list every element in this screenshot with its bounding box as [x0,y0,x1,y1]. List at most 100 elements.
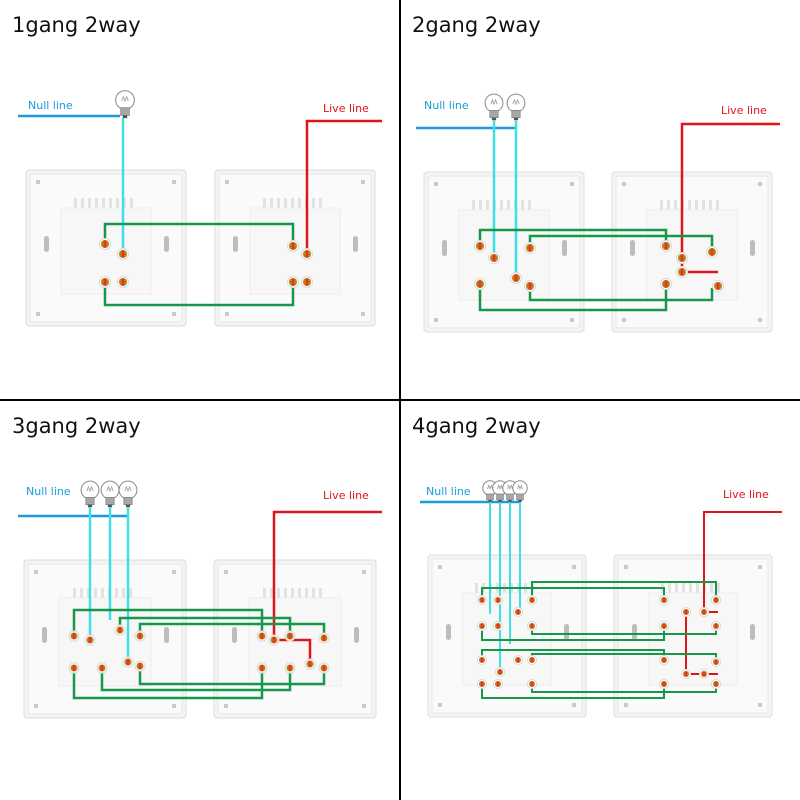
bulb-filament [490,98,498,106]
bulb-filament [86,485,94,493]
corner-mark [172,570,176,574]
bulb-contact [107,504,113,508]
vent-slot [507,200,510,212]
vent-slot [709,200,712,212]
vent-slot [702,200,705,212]
screw-slot [322,665,326,671]
screw-slot [72,633,76,639]
link-wire [478,284,668,312]
screw-slot [72,665,76,671]
bulb-base [105,497,115,506]
bulb-base [85,497,95,506]
screw-slot [305,278,309,286]
corner-mark [622,318,626,322]
bulb-filament [517,484,523,490]
vent-slot [277,198,280,210]
screw-slot [103,278,107,286]
screw-slot [138,663,142,669]
vent-slot [88,198,91,210]
corner-mark [362,704,366,708]
screw-slot [662,597,666,603]
null-line-label: Null line [424,99,469,112]
screw-slot [480,597,484,603]
vent-slot [94,588,97,600]
screw-slot [702,609,706,615]
vent-slot [123,198,126,210]
live-line-label: Live line [323,102,369,115]
mounting-slot [442,240,447,256]
screw-slot [516,609,520,615]
vent-slot [102,198,105,210]
corner-mark [438,703,442,707]
corner-mark [172,704,176,708]
mounting-slot [44,236,49,252]
link-wire [528,234,714,250]
vent-slot [116,198,119,210]
vent-slot [270,588,273,600]
vent-slot [81,198,84,210]
bulb-contact [125,504,131,508]
mounting-slot [750,240,755,256]
screw-slot [528,282,532,290]
bulb-filament [106,485,114,493]
vent-slot [80,588,83,600]
vent-slot [521,200,524,212]
vent-slot [298,198,301,210]
screw-slot [121,250,125,258]
null-line-label: Null line [28,99,73,112]
mounting-slot [233,236,238,252]
screw-slot [662,657,666,663]
screw-slot [528,244,532,252]
corner-mark [361,180,365,184]
vent-slot [312,588,315,600]
vent-slot [668,583,671,595]
mounting-slot [632,624,637,640]
mounting-slot [353,236,358,252]
live-line-label: Live line [723,488,769,501]
screw-slot [480,657,484,663]
vent-slot [277,588,280,600]
null-line-label: Null line [26,485,71,498]
screw-slot [272,637,276,643]
vent-slot [129,588,132,600]
panel-drawing [416,93,780,333]
mounting-slot [446,624,451,640]
corner-mark [624,703,628,707]
corner-mark [570,318,574,322]
vent-slot [263,198,266,210]
screw-slot [126,659,130,665]
mounting-slot [564,624,569,640]
screw-slot [684,609,688,615]
screw-slot [496,623,500,629]
screw-slot [260,665,264,671]
null-line-label: Null line [426,485,471,498]
corner-mark [36,180,40,184]
bulb-contact [87,504,93,508]
corner-mark [361,312,365,316]
live-line-label: Live line [721,104,767,117]
vent-slot [688,200,691,212]
screw-slot [103,240,107,248]
mounting-slot [164,627,169,643]
screw-slot [496,597,500,603]
link-wire [100,668,292,692]
vent-slot [710,583,713,595]
vent-slot [475,583,478,595]
screw-slot [684,671,688,677]
screw-slot [478,280,482,288]
live-wire [680,122,780,274]
corner-mark [570,182,574,186]
panel-drawing [420,480,782,718]
vent-slot [291,198,294,210]
vent-slot [716,200,719,212]
vent-slot [263,588,266,600]
vent-slot [486,200,489,212]
screw-slot [121,278,125,286]
bulb-contact [488,499,492,503]
panel-3gang-2way: 3gang 2way Null line Live line [12,414,382,719]
vent-slot [109,198,112,210]
vent-slot [674,200,677,212]
link-wire [531,581,717,600]
mounting-slot [232,627,237,643]
